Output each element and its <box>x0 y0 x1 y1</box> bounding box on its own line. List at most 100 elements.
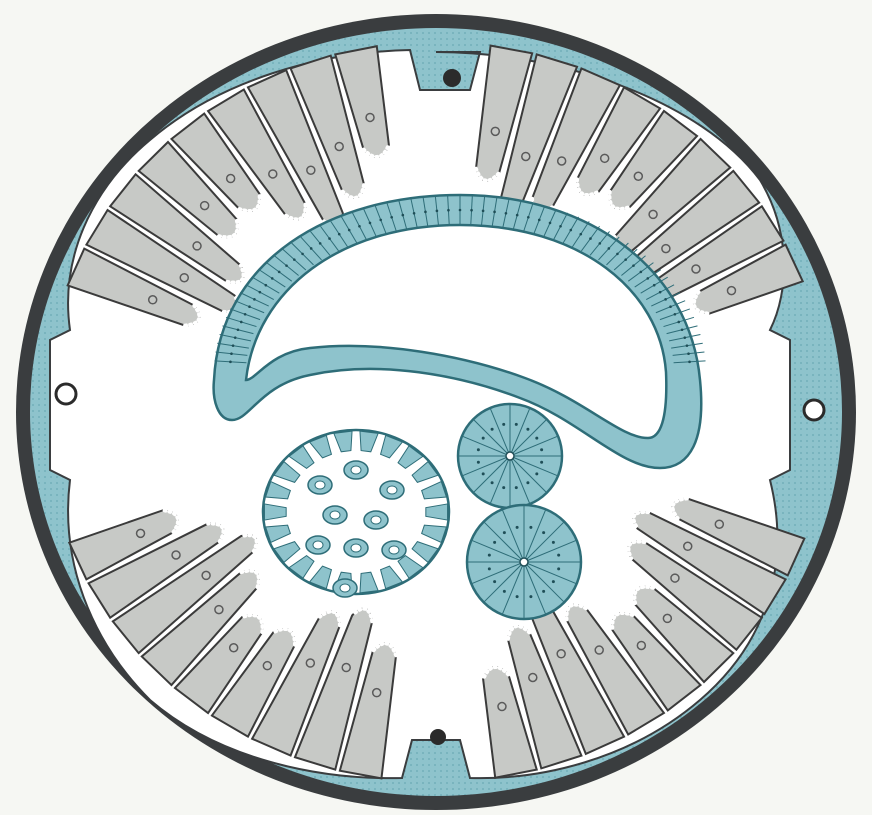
disk-cell-nucleus <box>493 580 496 583</box>
tube-cell-nucleus <box>589 237 592 240</box>
pore-left <box>56 384 76 404</box>
disk-cell-nucleus <box>529 526 532 529</box>
disk-cell-nucleus <box>540 448 543 451</box>
tube-cell-nucleus <box>493 211 496 214</box>
tube-cell-nucleus <box>624 258 627 261</box>
tube-cell-nucleus <box>310 247 313 250</box>
disk-cell-nucleus <box>542 590 545 593</box>
tube-cell-nucleus <box>459 209 462 212</box>
disk-cell-nucleus <box>503 531 506 534</box>
tube-cell-nucleus <box>402 214 405 217</box>
tube-cell-nucleus <box>640 271 643 274</box>
tube-cell-nucleus <box>664 298 667 301</box>
tube-cell-nucleus <box>319 242 322 245</box>
gland-cell-core <box>313 541 323 549</box>
tube-cell-nucleus <box>229 361 232 364</box>
tube-cell-nucleus <box>677 321 680 324</box>
tube-cell-nucleus <box>616 253 619 256</box>
tube-cell-nucleus <box>470 209 473 212</box>
tube-cell-nucleus <box>599 242 602 245</box>
tube-cell-nucleus <box>259 291 262 294</box>
disk-cell-nucleus <box>515 423 518 426</box>
tube-cell-nucleus <box>230 352 233 355</box>
tube-cell-nucleus <box>234 336 237 339</box>
tube-cell-nucleus <box>244 313 247 316</box>
tube-cell-nucleus <box>301 253 304 256</box>
tube-cell-nucleus <box>549 222 552 225</box>
tube-cell-nucleus <box>559 225 562 228</box>
disk-center <box>506 452 514 460</box>
disk-cell-nucleus <box>542 531 545 534</box>
tube-cell-nucleus <box>390 216 393 219</box>
disk-cell-nucleus <box>526 428 529 431</box>
tube-cell-nucleus <box>271 277 274 280</box>
tube-cell-nucleus <box>413 212 416 215</box>
tube-cell-nucleus <box>683 336 686 339</box>
disk-cell-nucleus <box>493 541 496 544</box>
tube-cell-nucleus <box>669 305 672 308</box>
gland-cell-core <box>351 466 361 474</box>
disk-cell-nucleus <box>515 486 518 489</box>
disk-cell-nucleus <box>488 554 491 557</box>
tube-cell-nucleus <box>265 284 268 287</box>
disk-cell-nucleus <box>526 481 529 484</box>
tube-cell-nucleus <box>632 264 635 267</box>
disk-cell-nucleus <box>535 437 538 440</box>
pore-right <box>804 400 824 420</box>
tube-cell-nucleus <box>527 216 530 219</box>
gland-cell-core <box>351 544 361 552</box>
disk-cell-nucleus <box>491 428 494 431</box>
gland-cell-core <box>330 511 340 519</box>
disk-cell-nucleus <box>552 580 555 583</box>
disk-cell-nucleus <box>552 541 555 544</box>
tube-cell-nucleus <box>436 210 439 213</box>
disk-cell-nucleus <box>535 472 538 475</box>
disk-cell-nucleus <box>477 448 480 451</box>
tube-cell-nucleus <box>538 219 541 222</box>
glandular-body <box>263 430 449 597</box>
disk-cell-nucleus <box>557 554 560 557</box>
tube-cell-nucleus <box>674 313 677 316</box>
tube-cell-nucleus <box>379 219 382 222</box>
gland-cell-core <box>315 481 325 489</box>
tube-cell-nucleus <box>338 233 341 236</box>
tube-cell-nucleus <box>237 328 240 331</box>
gland-cell-core <box>389 546 399 554</box>
tube-cell-nucleus <box>505 212 508 215</box>
tube-cell-nucleus <box>240 321 243 324</box>
tube-cell-nucleus <box>348 229 351 232</box>
disk-cell-nucleus <box>482 472 485 475</box>
disk-cell-nucleus <box>491 481 494 484</box>
gland-cell-core <box>387 486 397 494</box>
disk-cell-nucleus <box>477 461 480 464</box>
tube-cell-nucleus <box>570 229 573 232</box>
tube-cell-nucleus <box>646 277 649 280</box>
tube-cell-nucleus <box>579 233 582 236</box>
tube-cell-nucleus <box>482 210 485 213</box>
tube-cell-nucleus <box>608 247 611 250</box>
tube-cell-nucleus <box>688 361 691 364</box>
pore-top <box>443 69 461 87</box>
tube-cell-nucleus <box>681 328 684 331</box>
tube-cell-nucleus <box>447 209 450 212</box>
disk-cell-nucleus <box>516 595 519 598</box>
disk-cell-nucleus <box>516 526 519 529</box>
gland-cell-core <box>340 584 350 592</box>
radial-disk-lower <box>467 505 581 619</box>
radial-disk-upper <box>458 404 562 508</box>
tube-cell-nucleus <box>687 352 690 355</box>
disk-cell-nucleus <box>529 595 532 598</box>
disk-cell-nucleus <box>482 437 485 440</box>
tube-cell-nucleus <box>328 237 331 240</box>
tube-cell-nucleus <box>659 291 662 294</box>
tube-cell-nucleus <box>285 264 288 267</box>
gland-cell-core <box>371 516 381 524</box>
tube-cell-nucleus <box>293 258 296 261</box>
disk-center <box>520 558 528 566</box>
disk-cell-nucleus <box>540 461 543 464</box>
tube-cell-nucleus <box>358 225 361 228</box>
disk-cell-nucleus <box>488 567 491 570</box>
disk-cell-nucleus <box>557 567 560 570</box>
